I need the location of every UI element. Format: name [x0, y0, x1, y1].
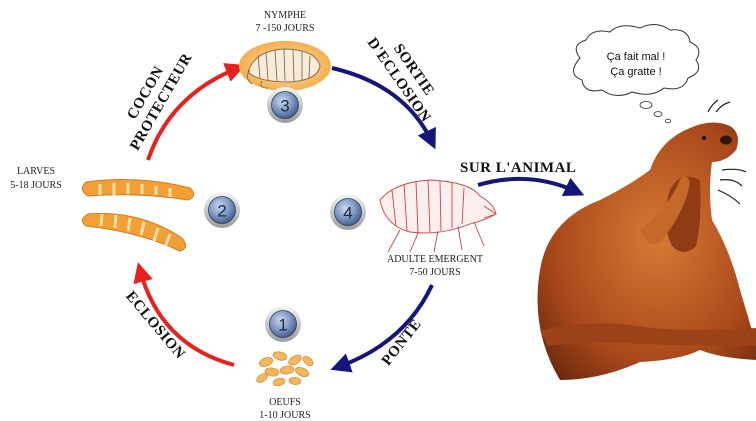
badge-1: 1: [265, 306, 301, 342]
larves-stage: LARVES 5-18 JOURS: [10, 166, 193, 251]
badge-1-number: 1: [278, 316, 287, 335]
dog-illustration: [538, 100, 756, 380]
thought-bubble: Ça fait mal ! Ça gratte !: [573, 24, 698, 122]
scratch-lines: [718, 169, 746, 204]
dog-eye: [702, 136, 706, 140]
nymphe-title: NYMPHE: [264, 10, 306, 21]
nymphe-duration: 7 -150 JOURS: [256, 23, 315, 34]
badge-3-number: 3: [280, 97, 289, 116]
badge-2-number: 2: [217, 202, 226, 221]
thought-line2: Ça gratte !: [610, 66, 661, 78]
thought-dot: [665, 119, 670, 123]
flea-icon: [380, 180, 496, 252]
adulte-stage: ADULTE EMERGENT 7-50 JOURS: [380, 180, 496, 278]
larva-icon: [82, 214, 185, 252]
adulte-title: ADULTE EMERGENT: [387, 254, 483, 265]
itch-marks: [708, 100, 730, 112]
label-sortie: SORTIE D'ECLOSION: [364, 25, 449, 126]
nymphe-stage: NYMPHE 7 -150 JOURS: [239, 10, 331, 91]
label-sur-animal: SUR L'ANIMAL: [460, 160, 576, 176]
oeufs-title: OEUFS: [269, 397, 301, 408]
arrow-sur-animal: [478, 179, 577, 192]
eggs-icon: [255, 350, 315, 387]
thought-dot: [640, 102, 652, 109]
label-eclosion-text: ECLOSION: [122, 288, 188, 362]
badge-2: 2: [204, 192, 240, 228]
label-cocon: COCON PROTECTEUR: [112, 42, 196, 154]
badge-4: 4: [330, 194, 366, 230]
oeufs-duration: 1-10 JOURS: [259, 410, 310, 421]
larves-duration: 5-18 JOURS: [10, 180, 61, 191]
thought-dot: [654, 112, 662, 117]
badge-3: 3: [267, 87, 303, 123]
dog-nose: [720, 136, 732, 145]
thought-line1: Ça fait mal !: [607, 51, 666, 63]
adulte-duration: 7-50 JOURS: [409, 267, 460, 278]
larves-title: LARVES: [17, 166, 55, 177]
oeufs-stage: OEUFS 1-10 JOURS: [255, 350, 315, 421]
larva-icon: [82, 180, 193, 200]
label-eclosion: ECLOSION: [122, 288, 188, 362]
badge-4-number: 4: [343, 204, 352, 223]
